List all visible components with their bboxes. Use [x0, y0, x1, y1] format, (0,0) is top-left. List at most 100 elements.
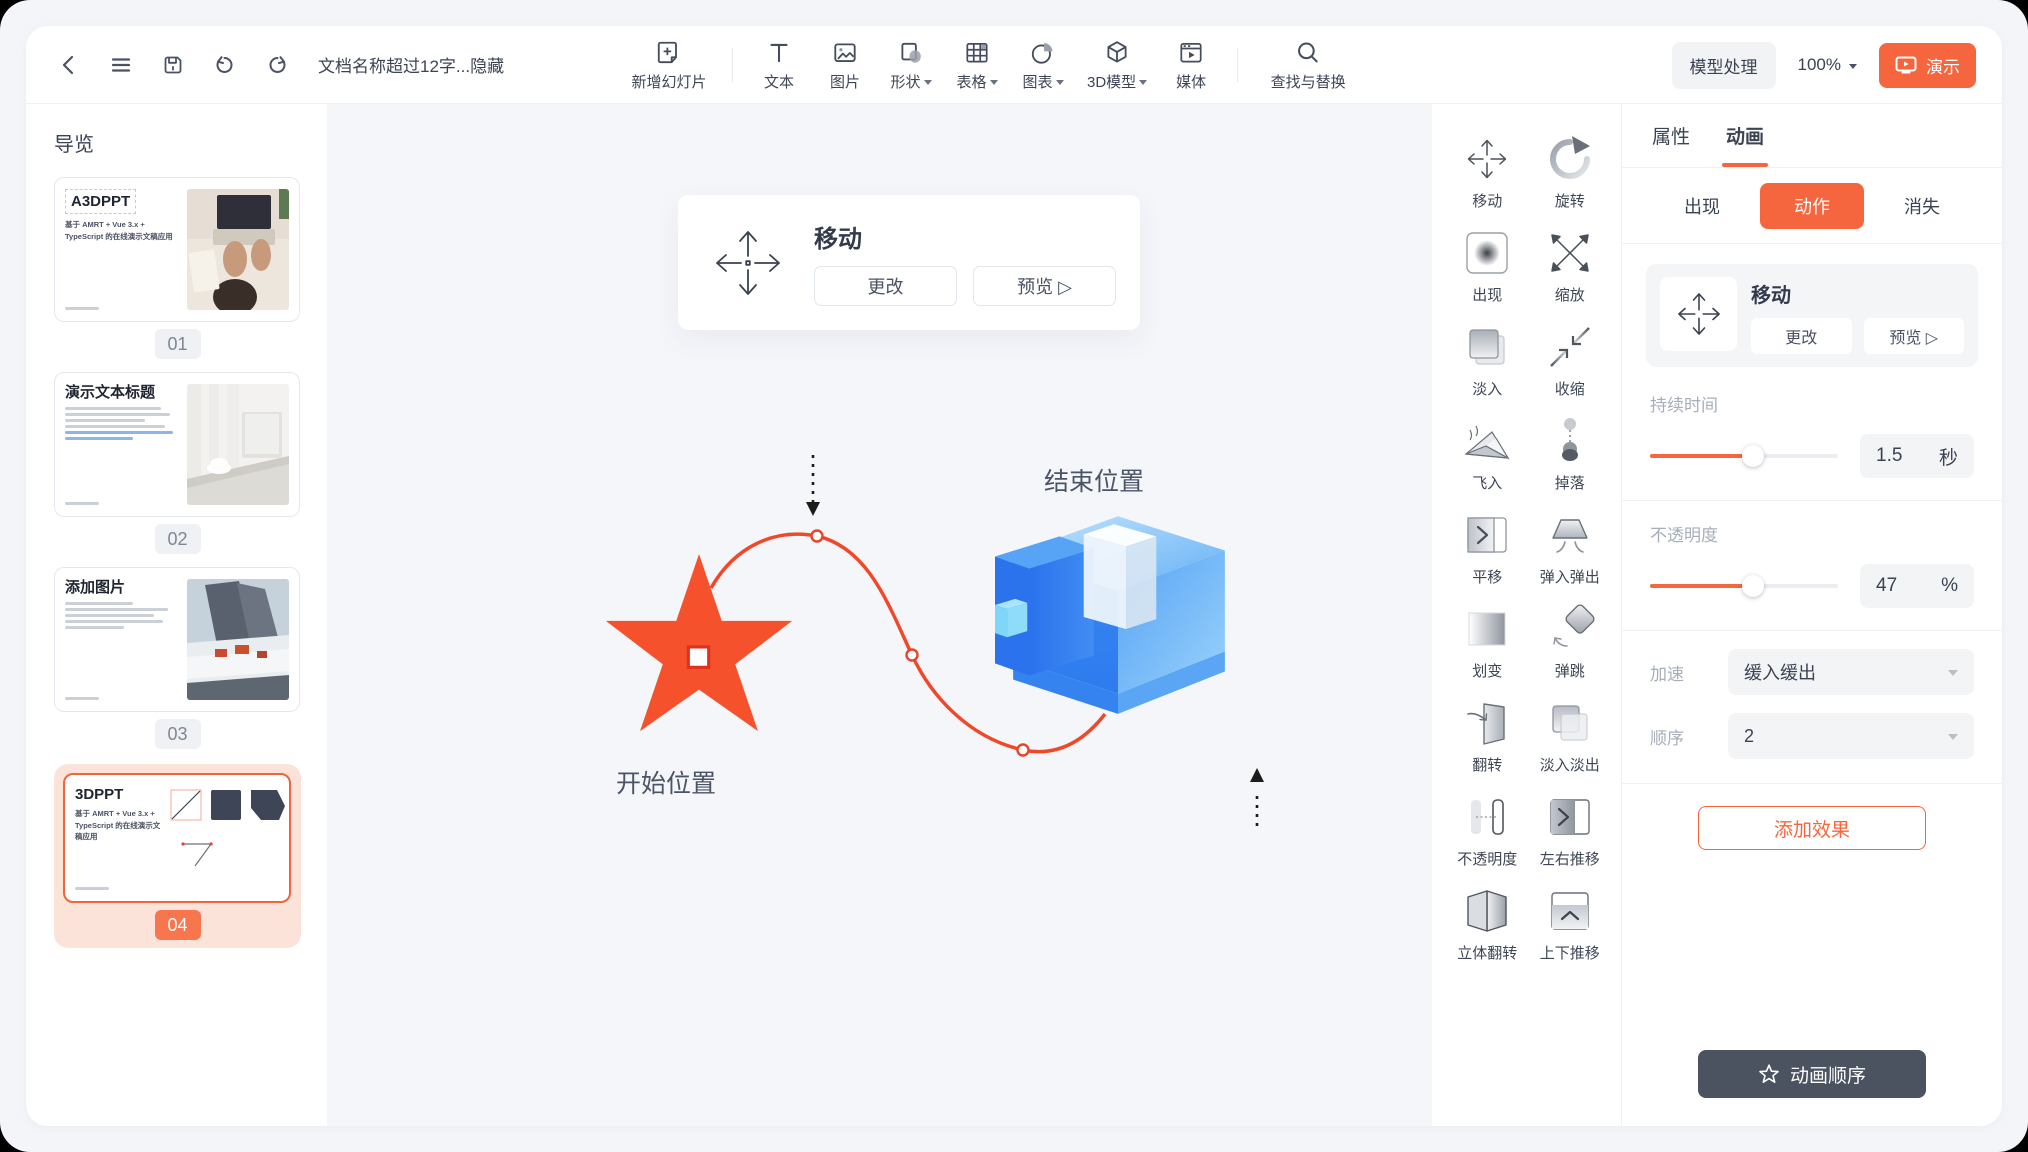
add-effect-button[interactable]: 添加效果: [1698, 806, 1926, 850]
toolbar-divider: [732, 48, 733, 82]
effect-appear[interactable]: 出现: [1446, 228, 1529, 322]
tool-label: 3D模型: [1087, 71, 1148, 92]
back-button[interactable]: [54, 50, 84, 80]
effect-label: 掉落: [1554, 475, 1585, 492]
tool-media[interactable]: 媒体: [1165, 39, 1217, 92]
segment-appear[interactable]: 出现: [1684, 196, 1720, 217]
star-icon: [1759, 1064, 1779, 1083]
tool-text[interactable]: 文本: [753, 39, 805, 92]
cube-3d-icon: [1107, 40, 1127, 63]
pan-icon: [1467, 517, 1507, 553]
cube-3d-model[interactable]: [995, 492, 1241, 730]
navigation-sidebar: 导览 A3DPPT 基于 AMRT + Vue 3.x + TypeScript…: [26, 104, 327, 1126]
tool-chart[interactable]: 图表: [1017, 39, 1069, 92]
effect-flip-3d[interactable]: 立体翻转: [1446, 886, 1529, 980]
present-button[interactable]: 演示: [1879, 42, 1976, 88]
effect-shrink[interactable]: 收缩: [1529, 322, 1612, 416]
save-button[interactable]: [158, 50, 188, 80]
star-shape[interactable]: [602, 554, 796, 738]
text-line-placeholder: [65, 307, 99, 310]
slider-knob[interactable]: [1742, 575, 1765, 597]
slide-card-4[interactable]: 3DPPT 基于 AMRT + Vue 3.x + TypeScript 的在线…: [63, 773, 291, 903]
segment-disappear[interactable]: 消失: [1904, 196, 1940, 217]
menu-button[interactable]: [106, 50, 136, 80]
preview-effect-button[interactable]: 预览 ▷: [1863, 318, 1964, 354]
effect-fade-in[interactable]: 淡入: [1446, 322, 1529, 416]
tool-label: 查找与替换: [1270, 73, 1346, 91]
opacity-value-box[interactable]: 47 %: [1860, 564, 1974, 608]
effect-label: 出现: [1472, 287, 1503, 304]
effect-pan[interactable]: 平移: [1446, 510, 1529, 604]
effect-fly-in[interactable]: 飞入: [1446, 416, 1529, 510]
segment-action[interactable]: 动作: [1760, 182, 1864, 229]
effect-fade-in-out[interactable]: 淡入淡出: [1529, 698, 1612, 792]
effect-push-horizontal[interactable]: 左右推移: [1529, 792, 1612, 886]
order-select[interactable]: 2: [1728, 713, 1974, 759]
slide-card-2[interactable]: 演示文本标题: [54, 372, 300, 517]
slider-knob[interactable]: [1742, 445, 1765, 467]
slide-1-text: A3DPPT 基于 AMRT + Vue 3.x + TypeScript 的在…: [65, 189, 179, 310]
tool-find-replace[interactable]: 查找与替换: [1258, 39, 1358, 92]
slide-card-3[interactable]: 添加图片: [54, 567, 300, 712]
effect-opacity[interactable]: 不透明度: [1446, 792, 1529, 886]
redo-button[interactable]: [262, 50, 292, 80]
duration-slider[interactable]: [1650, 445, 1838, 467]
preview-animation-button[interactable]: 预览 ▷: [973, 266, 1116, 306]
duration-value-box[interactable]: 1.5 秒: [1860, 434, 1974, 478]
undo-button[interactable]: [210, 50, 240, 80]
divider: [1622, 500, 2002, 501]
tab-properties[interactable]: 属性: [1652, 127, 1691, 148]
slide-thumbnail-3: 添加图片 03: [54, 567, 301, 749]
effect-flip[interactable]: 翻转: [1446, 698, 1529, 792]
tool-image[interactable]: 图片: [819, 39, 871, 92]
tool-shape[interactable]: 形状: [885, 39, 937, 92]
present-label: 演示: [1926, 57, 1960, 77]
slide-3-photo: [187, 579, 289, 700]
effect-label: 淡入: [1472, 381, 1503, 398]
opacity-slider[interactable]: [1650, 575, 1838, 597]
opacity-icon: [1471, 799, 1505, 835]
effect-label: 收缩: [1554, 381, 1585, 398]
slide-canvas[interactable]: 移动 更改 预览 ▷ 开始位置 结束位置: [327, 104, 1432, 1126]
effect-scale[interactable]: 缩放: [1529, 228, 1612, 322]
effect-move[interactable]: 移动: [1446, 134, 1529, 228]
chevron-down-icon: [1948, 734, 1958, 740]
redo-icon: [269, 55, 286, 73]
shrink-icon: [1549, 327, 1590, 367]
effect-bounce[interactable]: 弹跳: [1529, 604, 1612, 698]
change-effect-button[interactable]: 更改: [1751, 318, 1852, 354]
media-icon: [1180, 42, 1202, 62]
effect-rotate[interactable]: 旋转: [1529, 134, 1612, 228]
fly-in-icon: [1464, 425, 1510, 460]
model-process-button[interactable]: 模型处理: [1671, 41, 1776, 89]
image-icon: [834, 42, 856, 62]
effect-push-vertical[interactable]: 上下推移: [1529, 886, 1612, 980]
change-animation-button[interactable]: 更改: [814, 266, 957, 306]
effect-bounce-in-out[interactable]: 弹入弹出: [1529, 510, 1612, 604]
animation-order-button[interactable]: 动画顺序: [1698, 1050, 1926, 1098]
text-line-placeholder: [65, 502, 99, 505]
effect-wipe[interactable]: 划变: [1446, 604, 1529, 698]
effect-drop[interactable]: 掉落: [1529, 416, 1612, 510]
opacity-label: 不透明度: [1650, 526, 1718, 545]
star-center-handle[interactable]: [686, 645, 711, 669]
opacity-section: 不透明度 47 %: [1622, 501, 2002, 630]
zoom-level: 100%: [1797, 55, 1841, 74]
current-effect-card: 移动 更改 预览 ▷: [1646, 264, 1978, 367]
present-screen-icon: [1895, 56, 1917, 74]
tool-table[interactable]: 表格: [951, 39, 1003, 92]
text-icon: [770, 43, 788, 62]
acceleration-select[interactable]: 缓入缓出: [1728, 649, 1974, 695]
acceleration-row: 加速 缓入缓出: [1622, 649, 2002, 695]
tool-3d-model[interactable]: 3D模型: [1083, 39, 1151, 92]
slide-title: A3DPPT: [65, 189, 137, 215]
zoom-control[interactable]: 100%: [1798, 55, 1857, 75]
rotate-icon: [1549, 136, 1590, 179]
move-icon: [716, 230, 780, 295]
tab-animation[interactable]: 动画: [1726, 104, 1764, 167]
opacity-unit: %: [1941, 575, 1958, 596]
slide-card-1[interactable]: A3DPPT 基于 AMRT + Vue 3.x + TypeScript 的在…: [54, 177, 300, 322]
tool-add-slide[interactable]: 新增幻灯片: [626, 39, 712, 92]
tool-label: 形状: [890, 71, 932, 92]
drop-icon: [1561, 418, 1578, 461]
